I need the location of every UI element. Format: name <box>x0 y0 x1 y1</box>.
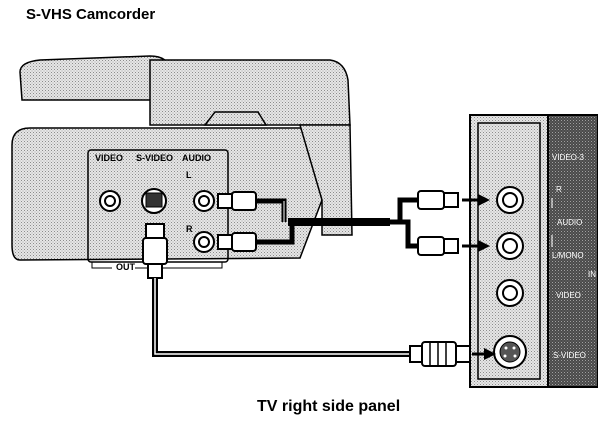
camcorder-audio-l-jack <box>193 190 215 212</box>
camcorder-top <box>149 59 351 126</box>
tv-in-label: IN <box>588 270 596 279</box>
tv-svideo-label: S-VIDEO <box>553 351 586 360</box>
arrow-audio-r-head <box>478 194 490 206</box>
tv-audio-label: AUDIO <box>557 218 582 227</box>
camcorder-lens <box>298 124 353 236</box>
tv-audio-l-jack <box>496 232 524 260</box>
camcorder-right-label: R <box>186 224 193 234</box>
camcorder-handle <box>203 111 268 126</box>
tv-svideo-jack <box>493 335 527 369</box>
diagram-caption: TV right side panel <box>257 398 401 415</box>
viewfinder-eyecup <box>19 55 171 101</box>
audio-cable <box>217 190 459 256</box>
tv-audio-r-jack <box>496 186 524 214</box>
tv-video-jack <box>496 279 524 307</box>
camcorder-left-label: L <box>186 170 192 180</box>
svideo-cable <box>142 223 471 367</box>
tv-r-label: R <box>556 185 562 194</box>
tv-lmono-label: L/MONO <box>552 251 584 260</box>
camcorder-out-label: OUT <box>116 262 136 272</box>
camcorder-audio-label: AUDIO <box>182 153 211 163</box>
camcorder-video-jack <box>99 190 121 212</box>
out-bracket-right <box>135 262 223 269</box>
camcorder-svideo-label: S-VIDEO <box>136 153 173 163</box>
camcorder-svideo-jack <box>141 188 167 214</box>
arrow-svideo-head <box>484 348 496 360</box>
out-bracket <box>91 262 112 269</box>
camcorder-audio-r-jack <box>193 231 215 253</box>
tv-video3-label: VIDEO-3 <box>552 153 585 162</box>
diagram-title: S-VHS Camcorder <box>26 6 156 23</box>
tv-label-strip <box>547 114 598 388</box>
arrow-audio-l-head <box>478 240 490 252</box>
camcorder <box>11 55 353 263</box>
camcorder-video-label: VIDEO <box>95 153 123 163</box>
tv-video-label: VIDEO <box>556 291 581 300</box>
